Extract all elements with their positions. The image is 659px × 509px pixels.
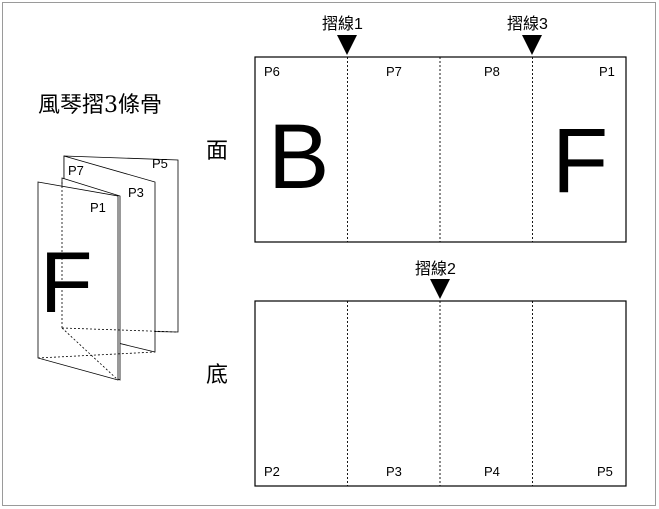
back-sheet: P2 P3 P4 P5 bbox=[254, 300, 627, 487]
booklet-page-p5: P5 bbox=[152, 156, 168, 171]
fold-line-1-arrow bbox=[337, 35, 357, 55]
fold-line-2-arrow bbox=[430, 279, 450, 299]
booklet-page-p1: P1 bbox=[90, 200, 106, 215]
front-panel-p1: P1 bbox=[599, 64, 615, 79]
booklet-page-p7: P7 bbox=[68, 163, 84, 178]
fold-line-3-arrow bbox=[522, 35, 542, 55]
front-big-letter-f: F bbox=[552, 110, 608, 212]
back-panel-p4: P4 bbox=[484, 464, 500, 479]
fold-line-3-label: 摺線3 bbox=[507, 15, 548, 33]
front-panel-p8: P8 bbox=[484, 64, 500, 79]
front-panel-p6: P6 bbox=[264, 64, 280, 79]
booklet-hidden-edges bbox=[37, 182, 179, 381]
diagram-title: 風琴摺3條骨 bbox=[38, 93, 162, 118]
booklet-big-letter: F bbox=[40, 235, 93, 331]
label-front-side: 面 bbox=[206, 139, 228, 164]
back-panel-p5: P5 bbox=[597, 464, 613, 479]
booklet-page-p3: P3 bbox=[128, 185, 144, 200]
fold-line-2-label: 摺線2 bbox=[415, 260, 456, 278]
fold-line-1-label: 摺線1 bbox=[322, 15, 363, 33]
front-panel-p7: P7 bbox=[386, 64, 402, 79]
folded-booklet-illustration bbox=[37, 155, 179, 381]
front-sheet: P6 P7 P8 P1 B F bbox=[254, 56, 627, 243]
front-big-letter-b: B bbox=[268, 106, 329, 208]
back-panel-p2: P2 bbox=[264, 464, 280, 479]
back-panel-p3: P3 bbox=[386, 464, 402, 479]
label-back-side: 底 bbox=[206, 363, 228, 388]
